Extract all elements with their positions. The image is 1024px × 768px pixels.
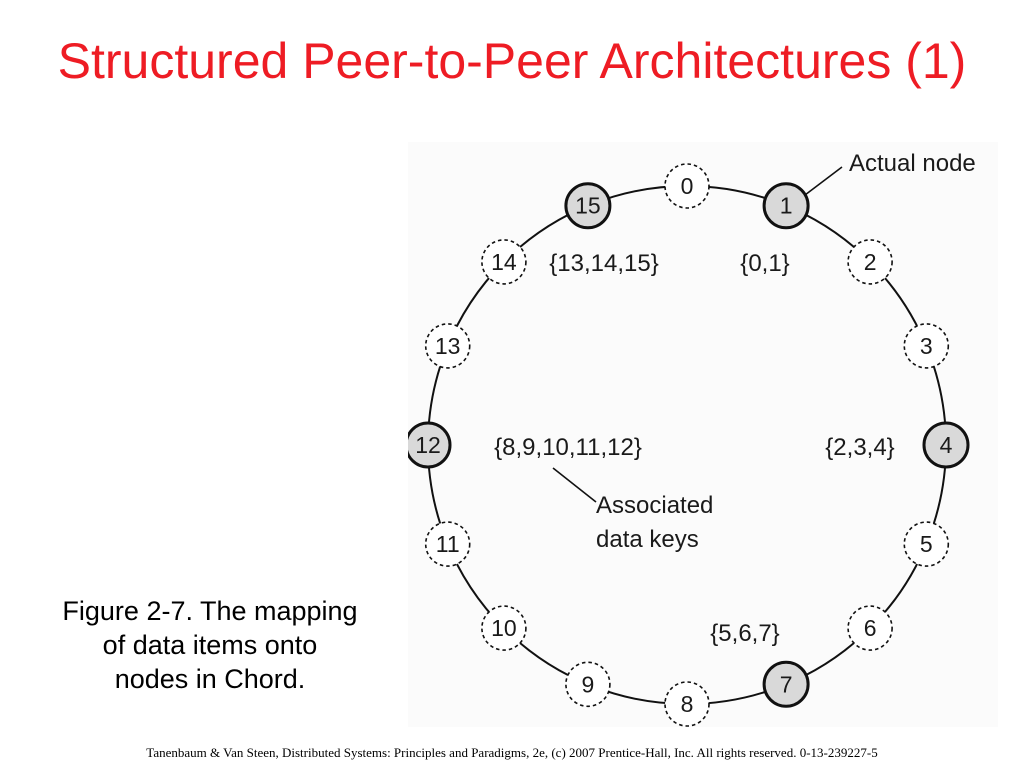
node-circle-11 [424, 521, 471, 567]
node-circle-14 [481, 239, 527, 285]
node-circle-3 [903, 323, 950, 369]
slide-title: Structured Peer-to-Peer Architectures (1… [57, 33, 967, 89]
node-label-2: 2 [864, 249, 877, 275]
actual-node-callout-line [804, 166, 843, 196]
node-circle-0 [664, 163, 710, 209]
caption-line-1: Figure 2-7. The mapping [62, 596, 358, 626]
figure-caption: Figure 2-7. The mapping of data items on… [20, 594, 400, 696]
key-set-node-15: {13,14,15} [549, 250, 658, 277]
node-circle-9 [565, 661, 611, 708]
node-label-10: 10 [491, 615, 517, 641]
node-label-6: 6 [864, 615, 877, 641]
node-circle-4 [922, 421, 970, 469]
node-circle-12 [408, 421, 452, 469]
node-label-0: 0 [681, 173, 694, 199]
node-circle-6 [847, 605, 893, 651]
virtual-node-6: 6 [847, 605, 893, 651]
node-circle-8 [664, 681, 710, 727]
node-label-11: 11 [436, 531, 460, 557]
virtual-node-11: 11 [424, 521, 471, 567]
key-set-node-7: {5,6,7} [710, 620, 779, 647]
actual-node-7: 7 [762, 660, 810, 708]
associated-keys-label-line1: Associated [596, 492, 713, 519]
node-label-7: 7 [780, 671, 793, 697]
node-label-13: 13 [435, 333, 461, 359]
actual-node-label: Actual node [849, 150, 976, 177]
caption-line-2: of data items onto [102, 630, 318, 661]
node-circle-2 [847, 239, 893, 285]
virtual-node-9: 9 [565, 661, 611, 708]
node-label-14: 14 [491, 249, 517, 275]
actual-node-1: 1 [762, 182, 810, 230]
actual-node-15: 15 [564, 182, 612, 230]
node-circle-1 [762, 182, 810, 230]
node-label-3: 3 [920, 333, 933, 359]
actual-node-4: 4 [922, 421, 970, 469]
node-label-5: 5 [920, 531, 933, 557]
associated-keys-label-line2: data keys [596, 526, 699, 553]
actual-node-12: 12 [408, 421, 452, 469]
node-circle-5 [903, 521, 950, 567]
virtual-node-3: 3 [903, 323, 950, 369]
node-circle-13 [424, 323, 471, 369]
virtual-node-0: 0 [664, 163, 710, 209]
associated-keys-callout-line [552, 467, 597, 503]
node-label-8: 8 [681, 691, 694, 717]
caption-line-3: nodes in Chord. [114, 664, 306, 695]
node-circle-7 [762, 660, 810, 708]
node-circle-15 [564, 182, 612, 230]
key-set-node-4: {2,3,4} [825, 434, 894, 461]
virtual-node-2: 2 [847, 239, 893, 285]
virtual-node-10: 10 [481, 605, 527, 651]
virtual-node-8: 8 [664, 681, 710, 727]
virtual-node-5: 5 [903, 521, 950, 567]
virtual-node-14: 14 [481, 239, 527, 285]
key-set-node-12: {8,9,10,11,12} [494, 434, 642, 461]
node-label-15: 15 [575, 193, 601, 219]
node-circle-10 [481, 605, 527, 651]
node-label-9: 9 [582, 671, 595, 697]
virtual-node-13: 13 [424, 323, 471, 369]
copyright-footer: Tanenbaum & Van Steen, Distributed Syste… [146, 745, 878, 760]
key-set-node-1: {0,1} [740, 250, 789, 277]
node-label-1: 1 [780, 193, 793, 219]
node-label-4: 4 [940, 432, 953, 458]
node-label-12: 12 [415, 432, 441, 458]
